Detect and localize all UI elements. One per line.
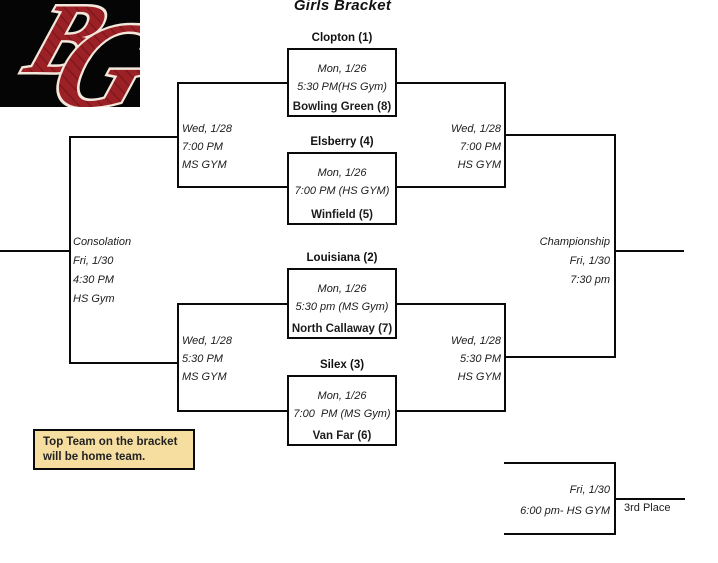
qf4-bottom-team: Van Far (6) — [312, 430, 372, 442]
qf1-top-team: Clopton (1) — [311, 32, 373, 44]
note-line2: will be home team. — [43, 451, 146, 463]
connector-line — [69, 136, 179, 138]
game-time: 4:30 PM — [73, 274, 114, 286]
game-time: 7:00 PM — [182, 141, 223, 153]
connector-line — [177, 82, 179, 188]
game-time: 7:00 PM — [460, 141, 501, 153]
qf2-time: 7:00 PM (HS GYM) — [294, 185, 390, 197]
third-place-date: Fri, 1/30 — [569, 484, 610, 496]
consolation-semi-bottom-info: Wed, 1/28 5:30 PM MS GYM — [182, 332, 232, 386]
game-date: Wed, 1/28 — [182, 335, 232, 347]
connector-line — [504, 462, 616, 464]
game-time: 5:30 PM — [460, 353, 501, 365]
third-place-label: 3rd Place — [624, 502, 671, 514]
qf2-game-box: Mon, 1/26 7:00 PM (HS GYM) Winfield (5) — [287, 152, 397, 225]
note-line1: Top Team on the bracket — [43, 436, 178, 448]
game-gym: HS GYM — [457, 159, 501, 171]
qf4-time: 7:00 PM (MS Gym) — [293, 408, 391, 420]
connector-line — [504, 533, 616, 535]
connector-line — [178, 186, 287, 188]
qf3-game-box: Mon, 1/26 5:30 pm (MS Gym) North Callawa… — [287, 268, 397, 339]
consolation-label: Consolation — [73, 236, 132, 248]
game-date: Fri, 1/30 — [569, 255, 610, 267]
game-date: Wed, 1/28 — [451, 335, 501, 347]
qf1-game-box: Mon, 1/26 5:30 PM(HS Gym) Bowling Green … — [287, 48, 397, 117]
connector-line — [614, 498, 685, 500]
qf1-date: Mon, 1/26 — [317, 63, 367, 75]
game-date: Fri, 1/30 — [73, 255, 114, 267]
school-logo: B G — [0, 0, 140, 107]
connector-line — [397, 186, 505, 188]
game-gym: MS GYM — [182, 371, 227, 383]
connector-line — [614, 250, 684, 252]
qf1-time: 5:30 PM(HS Gym) — [297, 81, 387, 93]
game-date: Wed, 1/28 — [182, 123, 232, 135]
consolation-semi-top-info: Wed, 1/28 7:00 PM MS GYM — [182, 120, 232, 174]
qf4-top-team: Silex (3) — [319, 359, 365, 371]
qf2-bottom-team: Winfield (5) — [311, 209, 373, 221]
consolation-final-info: Consolation Fri, 1/30 4:30 PM HS Gym — [73, 233, 131, 309]
qf3-bottom-team: North Callaway (7) — [291, 323, 393, 335]
connector-line — [69, 362, 179, 364]
connector-line — [504, 134, 615, 136]
connector-line — [178, 82, 287, 84]
game-date: Wed, 1/28 — [451, 123, 501, 135]
semifinal-top-info: Wed, 1/28 7:00 PM HS GYM — [389, 120, 501, 174]
game-gym: MS GYM — [182, 159, 227, 171]
game-time: 7:30 pm — [570, 274, 610, 286]
connector-line — [504, 356, 615, 358]
semifinal-bottom-info: Wed, 1/28 5:30 PM HS GYM — [389, 332, 501, 386]
championship-label: Championship — [539, 236, 610, 248]
qf3-date: Mon, 1/26 — [317, 283, 367, 295]
game-gym: HS Gym — [73, 293, 115, 305]
qf4-game-box: Mon, 1/26 7:00 PM (MS Gym) Van Far (6) — [287, 375, 397, 446]
connector-line — [397, 82, 505, 84]
connector-line — [178, 303, 287, 305]
logo-background — [0, 0, 140, 107]
home-team-note: Top Team on the bracket will be home tea… — [33, 429, 195, 470]
game-gym: HS GYM — [457, 371, 501, 383]
championship-info: Championship Fri, 1/30 7:30 pm — [490, 233, 610, 290]
connector-line — [177, 303, 179, 412]
qf3-time: 5:30 pm (MS Gym) — [295, 301, 389, 313]
third-place-time: 6:00 pm- HS GYM — [520, 505, 610, 517]
qf2-top-team: Elsberry (4) — [310, 136, 374, 148]
connector-line — [397, 410, 505, 412]
connector-line — [0, 250, 71, 252]
qf4-date: Mon, 1/26 — [317, 390, 367, 402]
connector-line — [397, 303, 505, 305]
qf3-top-team: Louisiana (2) — [306, 252, 378, 264]
qf2-date: Mon, 1/26 — [317, 167, 367, 179]
qf1-bottom-team: Bowling Green (8) — [292, 101, 392, 113]
game-time: 5:30 PM — [182, 353, 223, 365]
connector-line — [614, 134, 616, 358]
page-title: Girls Bracket — [293, 0, 392, 14]
connector-line — [178, 410, 287, 412]
